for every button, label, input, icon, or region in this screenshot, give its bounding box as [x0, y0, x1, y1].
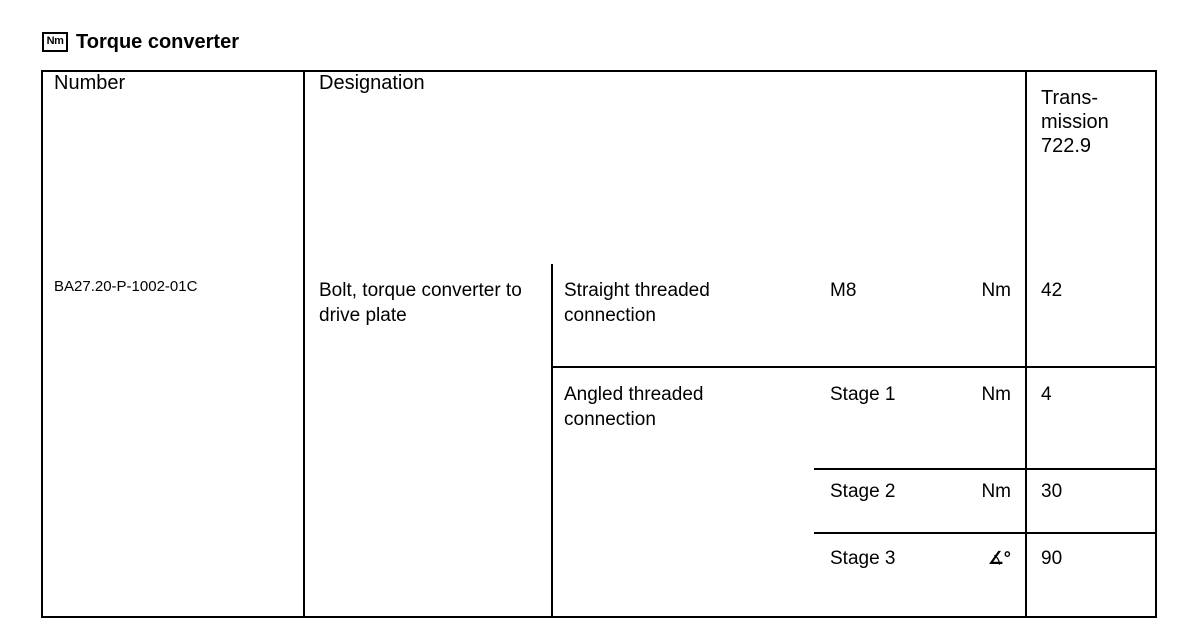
torque-value: 30 — [1026, 468, 1156, 533]
spec-label: Stage 3 — [814, 532, 962, 617]
designation-text: Bolt, torque converter to drive plate — [304, 264, 553, 617]
page-title: Torque converter — [76, 30, 239, 53]
torque-value: 90 — [1026, 532, 1156, 617]
column-header-designation: Designation — [304, 71, 1027, 264]
angle-degree-icon: ∡° — [987, 548, 1011, 568]
spec-label: M8 — [830, 280, 857, 301]
page-header: Nm Torque converter — [42, 28, 239, 56]
unit-label: Nm — [962, 366, 1027, 469]
table-header-row: Number Designation Trans- mission 722.9 — [42, 71, 1156, 264]
table-row: Stage 2 Nm 30 — [42, 468, 1156, 533]
part-number: BA27.20-P-1002-01C — [42, 264, 305, 617]
column-header-number: Number — [42, 71, 305, 264]
column-header-transmission-text: Trans- mission 722.9 — [1041, 87, 1109, 157]
connection-type: Straight threaded connection — [564, 280, 710, 326]
torque-value: 42 — [1041, 280, 1063, 301]
torque-value: 4 — [1026, 366, 1156, 469]
unit-label: Nm — [962, 264, 1027, 367]
unit-label: ∡° — [962, 532, 1027, 617]
torque-nm-icon: Nm — [42, 32, 68, 52]
table-row: BA27.20-P-1002-01C Bolt, torque converte… — [42, 264, 1156, 617]
torque-spec-table: Number Designation Trans- mission 722.9 … — [41, 70, 1157, 618]
unit-label: Nm — [962, 468, 1027, 533]
connection-type: Angled threaded connection — [552, 366, 814, 617]
column-header-transmission: Trans- mission 722.9 — [1026, 71, 1156, 264]
spec-label: Stage 2 — [814, 468, 962, 533]
spec-label: Stage 1 — [814, 366, 962, 469]
